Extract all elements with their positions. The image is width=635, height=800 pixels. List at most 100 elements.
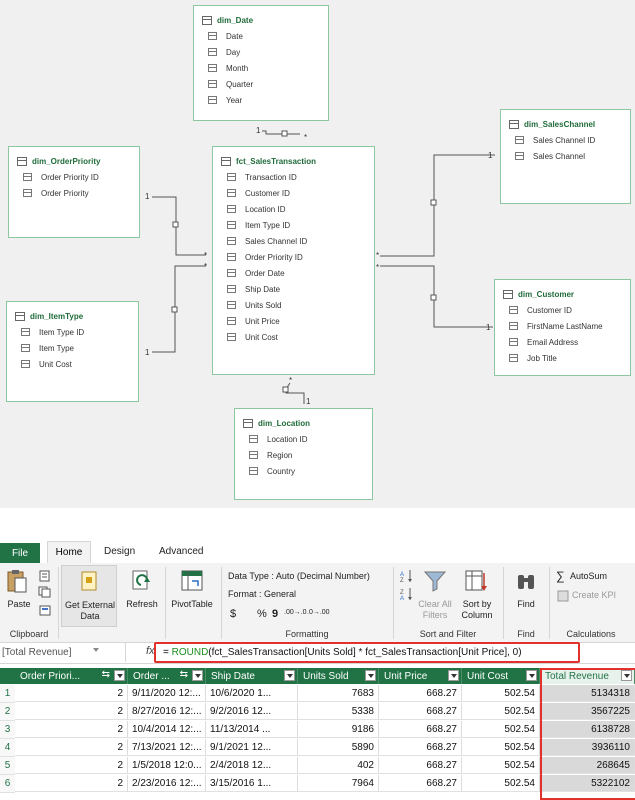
pivottable-button[interactable]: PivotTable [171,599,213,609]
format-dropdown[interactable]: Format : General [228,589,297,599]
field-item[interactable]: Email Address [495,334,630,350]
field-item[interactable]: Sales Channel ID [501,132,630,148]
table-cell[interactable]: 11/13/2014 ... [206,721,298,738]
table-cell[interactable]: 2 [15,739,128,756]
select-all-corner[interactable] [0,668,15,684]
table-cell[interactable]: 8/27/2016 12:... [128,703,206,720]
field-item[interactable]: Item Type [7,340,138,356]
field-item[interactable]: Location ID [235,431,372,447]
total-revenue-cell[interactable]: 6138728 [540,721,635,738]
table-cell[interactable]: 668.27 [379,775,462,792]
chevron-down-icon[interactable] [93,648,99,652]
total-revenue-cell[interactable]: 5134318 [540,685,635,702]
field-item[interactable]: Order Priority ID [213,249,374,265]
column-header[interactable]: Ship Date [206,668,298,684]
table-cell[interactable]: 668.27 [379,739,462,756]
field-item[interactable]: Date [194,28,328,44]
table-cell[interactable]: 9/2/2016 12... [206,703,298,720]
sort-by-column-icon[interactable] [464,569,488,593]
table-cell[interactable]: 2/23/2016 12:... [128,775,206,792]
filter-dropdown-icon[interactable] [526,670,537,681]
field-item[interactable]: Unit Cost [213,329,374,345]
field-item[interactable]: Day [194,44,328,60]
column-header[interactable]: Order ... ⇆ [128,668,206,684]
cut-icon[interactable] [38,569,52,582]
name-box[interactable]: [Total Revenue] [0,643,126,662]
field-item[interactable]: Unit Price [213,313,374,329]
data-type-dropdown[interactable]: Data Type : Auto (Decimal Number) [228,571,370,581]
binoculars-icon[interactable] [516,569,536,593]
total-revenue-cell[interactable]: 5322102 [540,775,635,792]
table-cell[interactable]: 9/1/2021 12... [206,739,298,756]
field-item[interactable]: Transaction ID [213,169,374,185]
tab-design[interactable]: Design [104,546,136,557]
table-cell[interactable]: 10/4/2014 12:... [128,721,206,738]
field-item[interactable]: Month [194,60,328,76]
table-cell[interactable]: 2 [15,685,128,702]
row-number[interactable]: 5 [0,757,15,775]
table-cell[interactable]: 5890 [298,739,379,756]
total-revenue-cell[interactable]: 268645 [540,757,635,774]
field-item[interactable]: Customer ID [213,185,374,201]
paste-button[interactable]: Paste [7,599,31,609]
percent-button[interactable]: % [257,608,267,620]
row-number[interactable]: 6 [0,775,15,793]
field-item[interactable]: Job Title [495,350,630,366]
row-number[interactable]: 4 [0,739,15,757]
table-cell[interactable]: 502.54 [462,739,540,756]
field-item[interactable]: Country [235,463,372,479]
row-number[interactable]: 2 [0,703,15,721]
increase-decimal-button[interactable]: .00→.0 [284,609,307,616]
column-header-selected[interactable]: Total Revenue [540,668,635,684]
table-cell[interactable]: 502.54 [462,721,540,738]
field-item[interactable]: Region [235,447,372,463]
field-item[interactable]: Sales Channel [501,148,630,164]
filter-dropdown-icon[interactable] [192,670,203,681]
field-item[interactable]: Location ID [213,201,374,217]
copy-format-icon[interactable] [38,603,52,616]
field-item[interactable]: Order Date [213,265,374,281]
row-number[interactable]: 1 [0,685,15,703]
filter-dropdown-icon[interactable] [448,670,459,681]
table-cell[interactable]: 668.27 [379,685,462,702]
table-cell[interactable]: 9186 [298,721,379,738]
filter-dropdown-icon[interactable] [114,670,125,681]
tab-home[interactable]: Home [47,541,91,563]
table-cell[interactable]: 7/13/2021 12:... [128,739,206,756]
sort-by-label[interactable]: Sort by [462,599,492,609]
table-cell[interactable]: 5338 [298,703,379,720]
filter-dropdown-icon[interactable] [365,670,376,681]
field-item[interactable]: Customer ID [495,302,630,318]
refresh-icon[interactable] [131,569,153,593]
table-cell[interactable]: 7683 [298,685,379,702]
table-dim-itemtype[interactable]: dim_ItemType Item Type ID Item Type Unit… [6,301,139,402]
table-cell[interactable]: 9/11/2020 12:... [128,685,206,702]
field-item[interactable]: FirstName LastName [495,318,630,334]
field-item[interactable]: Year [194,92,328,108]
formula-input[interactable]: = ROUND(fct_SalesTransaction[Units Sold]… [154,642,580,663]
table-cell[interactable]: 668.27 [379,721,462,738]
field-item[interactable]: Unit Cost [7,356,138,372]
table-cell[interactable]: 502.54 [462,757,540,774]
table-cell[interactable]: 1/5/2018 12:0... [128,757,206,774]
row-number[interactable]: 3 [0,721,15,739]
find-button[interactable]: Find [517,599,535,609]
field-item[interactable]: Ship Date [213,281,374,297]
tab-advanced[interactable]: Advanced [159,546,204,557]
pivottable-icon[interactable] [180,569,204,593]
field-item[interactable]: Units Sold [213,297,374,313]
table-cell[interactable]: 502.54 [462,685,540,702]
paste-icon[interactable] [7,569,27,593]
table-cell[interactable]: 2/4/2018 12... [206,757,298,774]
table-cell[interactable]: 3/15/2016 1... [206,775,298,792]
column-header[interactable]: Order Priori... ⇆ [15,668,128,684]
table-cell[interactable]: 2 [15,703,128,720]
table-cell[interactable]: 10/6/2020 1... [206,685,298,702]
filter-dropdown-icon[interactable] [621,670,632,681]
field-item[interactable]: Order Priority [9,185,139,201]
table-dim-orderpriority[interactable]: dim_OrderPriority Order Priority ID Orde… [8,146,140,238]
table-cell[interactable]: 402 [298,757,379,774]
field-item[interactable]: Order Priority ID [9,169,139,185]
table-dim-saleschannel[interactable]: dim_SalesChannel Sales Channel ID Sales … [500,109,631,204]
